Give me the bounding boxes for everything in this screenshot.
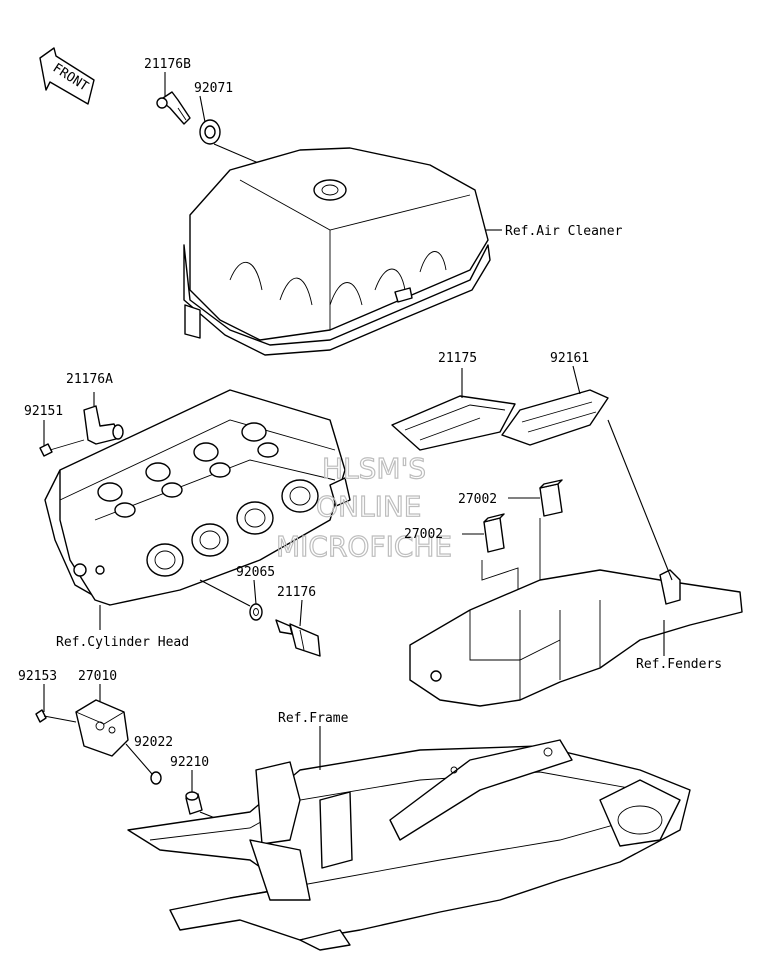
label-92022: 92022 — [134, 735, 173, 750]
frame — [127, 739, 691, 951]
cylinder-head — [44, 389, 351, 606]
watermark: HLSM'S ONLINE MICROFICHE — [275, 451, 452, 563]
camshaft-bores — [97, 422, 279, 518]
label-27002-upper: 27002 — [458, 492, 497, 507]
label-27002-lower: 27002 — [404, 527, 443, 542]
relay-27002-lower-icon — [483, 513, 505, 553]
label-ref-cylinder-head: Ref.Cylinder Head — [56, 635, 189, 650]
watermark-line-3: MICROFICHE — [276, 530, 452, 563]
relay-27002-upper-icon — [539, 479, 563, 517]
label-21176a: 21176A — [66, 372, 113, 387]
label-92065: 92065 — [236, 565, 275, 580]
temp-sensor-21176-icon — [275, 619, 321, 657]
washer-92065-icon — [249, 603, 263, 621]
bolt-92151-icon — [39, 439, 85, 457]
washer-92022-icon — [150, 771, 162, 785]
label-92071: 92071 — [194, 81, 233, 96]
bolt-92153-icon — [35, 709, 77, 723]
label-ref-air-cleaner: Ref.Air Cleaner — [505, 224, 623, 239]
label-ref-fenders: Ref.Fenders — [636, 657, 722, 672]
label-21176: 21176 — [277, 585, 316, 600]
cover-21175 — [391, 395, 516, 451]
watermark-line-1: HLSM'S — [322, 452, 426, 485]
watermark-line-2: ONLINE — [316, 490, 421, 523]
front-arrow-icon: FRONT — [39, 47, 95, 105]
sensor-21176b-icon — [156, 91, 191, 125]
label-92161: 92161 — [550, 351, 589, 366]
collar-92210-icon — [185, 791, 203, 815]
sensor-21176a-icon — [83, 405, 124, 445]
label-92210: 92210 — [170, 755, 209, 770]
label-27010: 27010 — [78, 669, 117, 684]
label-21176b: 21176B — [144, 57, 191, 72]
air-cleaner-housing — [183, 147, 491, 356]
label-21175: 21175 — [438, 351, 477, 366]
cover-92161 — [501, 389, 609, 446]
label-92153: 92153 — [18, 669, 57, 684]
intake-ports — [146, 479, 319, 577]
label-92151: 92151 — [24, 404, 63, 419]
unit-27010-icon — [75, 699, 129, 757]
grommet-92071-icon — [199, 119, 221, 145]
label-ref-frame: Ref.Frame — [278, 711, 349, 726]
rear-fender — [409, 569, 743, 707]
